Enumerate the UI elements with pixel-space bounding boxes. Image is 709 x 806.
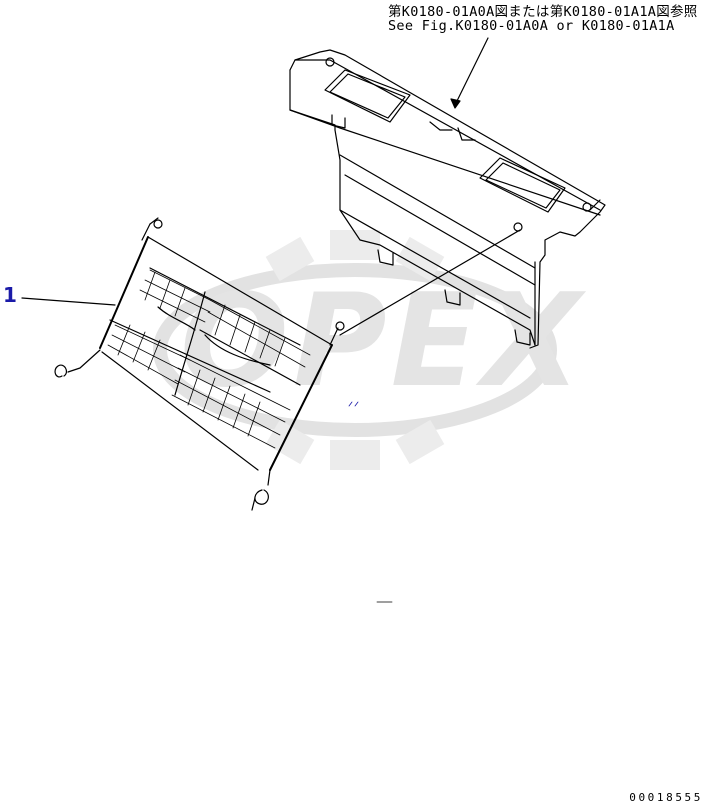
- reference-leader: [450, 37, 489, 109]
- watermark-ring: [153, 263, 557, 437]
- watermark-text: OPEX: [180, 267, 585, 416]
- drawing-number: 00018555: [629, 791, 703, 804]
- hook-leader-line: [339, 229, 521, 336]
- rear-panel-assembly: [289, 49, 606, 349]
- reference-note-english: See Fig.K0180-01A0A or K0180-01A1A: [388, 18, 675, 34]
- reference-note-japanese: 第K0180-01A0A図または第K0180-01A1A図参照: [388, 4, 698, 20]
- net-mesh: [107, 269, 311, 449]
- callout-number-1: 1: [3, 283, 17, 307]
- callout-1-leader: [21, 297, 116, 306]
- cargo-net-assembly: [54, 217, 345, 511]
